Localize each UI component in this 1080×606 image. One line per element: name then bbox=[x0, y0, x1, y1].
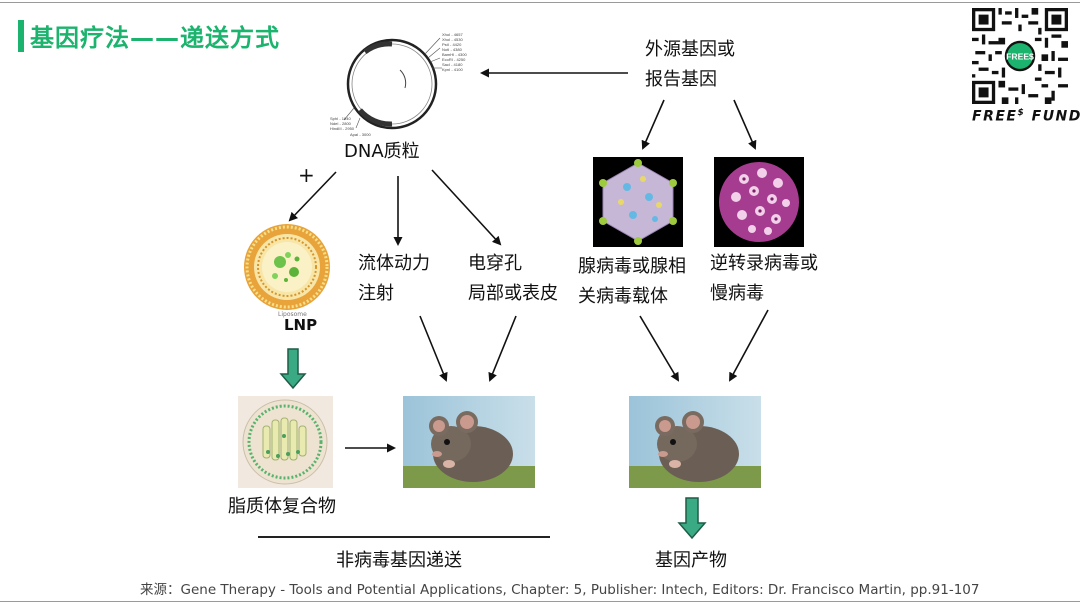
plasmid-site: EcoRI - 4250 bbox=[442, 57, 466, 62]
retrovirus-label-1: 逆转录病毒或 bbox=[710, 253, 818, 274]
fluid-injection-label-1: 流体动力 bbox=[358, 253, 430, 274]
fluid-injection-label-2: 注射 bbox=[358, 283, 394, 304]
mouse-image-viral bbox=[629, 396, 761, 488]
source-citation: 来源：Gene Therapy - Tools and Potential Ap… bbox=[140, 582, 980, 598]
reporter-gene-label-2: 报告基因 bbox=[645, 69, 717, 90]
gene-product-label: 基因产物 bbox=[655, 550, 727, 571]
page-title: 基因疗法——递送方式 bbox=[30, 24, 280, 52]
adenovirus-label-2: 关病毒载体 bbox=[578, 286, 668, 307]
plasmid-site: XhoI - 4530 bbox=[442, 37, 463, 42]
plasmid-site: SphI - 1040 bbox=[330, 116, 351, 121]
arrow-reporter-to-retrovirus bbox=[733, 99, 757, 150]
electroporation-label-1: 电穿孔 bbox=[468, 253, 522, 274]
mouse-image-non-viral bbox=[403, 396, 535, 488]
plasmid-site: NotI - 4380 bbox=[442, 47, 463, 52]
top-border bbox=[0, 2, 1080, 3]
plasmid-site: ApaI - 3000 bbox=[350, 132, 371, 137]
non-viral-delivery-label: 非病毒基因递送 bbox=[336, 550, 462, 571]
retrovirus-image bbox=[714, 157, 804, 247]
plasmid-site: XhoI - 4657 bbox=[442, 32, 463, 37]
arrow-plasmid-to-electroporation bbox=[431, 169, 502, 246]
brand-name: FREE$ FUND bbox=[972, 108, 1080, 125]
adenovirus-label-1: 腺病毒或腺相 bbox=[578, 256, 686, 277]
plasmid-site: NdeI - 2800 bbox=[330, 121, 352, 126]
reporter-gene-label-1: 外源基因或 bbox=[645, 39, 735, 60]
plasmid-site: BamHI - 4300 bbox=[442, 52, 467, 57]
title-accent-bar bbox=[18, 20, 24, 52]
plasmid-site: HindIII - 2950 bbox=[330, 126, 355, 131]
electroporation-label-2: 局部或表皮 bbox=[468, 283, 558, 304]
green-arrow-mouse-to-product bbox=[677, 497, 707, 540]
arrow-electroporation-to-mouse bbox=[488, 315, 517, 382]
plasmid-site: KpnI - 4100 bbox=[442, 67, 463, 72]
plasmid-map: XhoI - 4657 XhoI - 4530 PstI - 4420 NotI… bbox=[330, 32, 467, 137]
arrow-retrovirus-to-mouse bbox=[729, 309, 769, 382]
plasmid-ring bbox=[346, 38, 438, 130]
qr-code: FREE$ bbox=[972, 8, 1068, 104]
green-arrow-lnp-to-lipoplex bbox=[279, 348, 307, 390]
liposome-caption: Liposome bbox=[278, 311, 307, 318]
adenovirus-image bbox=[593, 157, 683, 247]
lnp-liposome-image bbox=[244, 224, 330, 310]
retrovirus-label-2: 慢病毒 bbox=[710, 283, 764, 304]
lipoplex-label: 脂质体复合物 bbox=[228, 496, 336, 517]
arrow-adenovirus-to-mouse bbox=[639, 315, 680, 382]
non-viral-underline bbox=[258, 536, 550, 538]
plasmid-segment bbox=[363, 41, 393, 55]
arrow-injection-to-mouse bbox=[419, 315, 448, 382]
lipoplex-image bbox=[238, 396, 333, 488]
plus-sign: + bbox=[298, 163, 315, 187]
plasmid-site: PstI - 4420 bbox=[442, 42, 462, 47]
arrow-reporter-to-adenovirus bbox=[641, 99, 665, 150]
qr-logo-text: FREE$ bbox=[1006, 52, 1034, 62]
lnp-label: LNP bbox=[284, 316, 318, 334]
bottom-border bbox=[0, 601, 1080, 602]
dna-plasmid-label: DNA质粒 bbox=[344, 141, 420, 162]
plasmid-site: SacI - 4180 bbox=[442, 62, 463, 67]
